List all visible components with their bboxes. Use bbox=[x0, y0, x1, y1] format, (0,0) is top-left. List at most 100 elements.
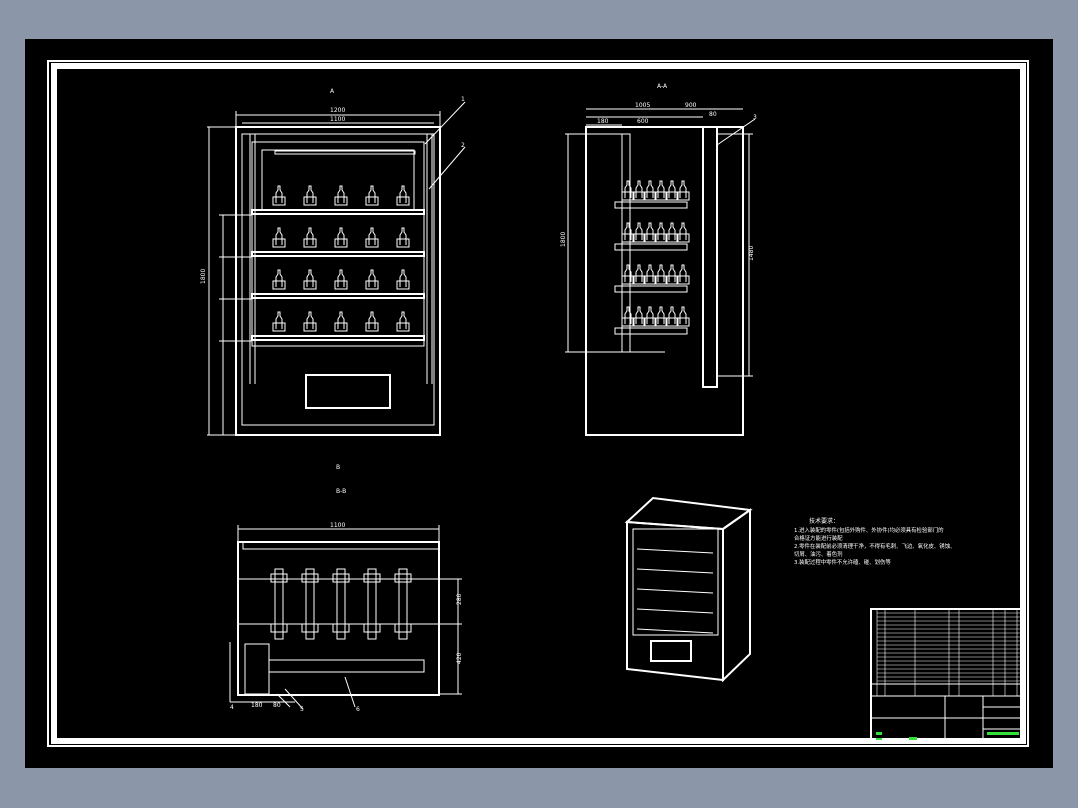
svg-text:1005: 1005 bbox=[635, 102, 650, 109]
svg-text:B: B bbox=[336, 464, 340, 471]
plan-bottle-base bbox=[301, 623, 319, 633]
bottle-holder bbox=[676, 191, 690, 201]
svg-text:5: 5 bbox=[300, 706, 304, 713]
svg-text:6: 6 bbox=[356, 706, 360, 713]
bottle-outline bbox=[368, 311, 376, 329]
bottle-holder bbox=[334, 322, 348, 332]
bottle-outline bbox=[646, 222, 654, 240]
plan-bottle bbox=[336, 568, 346, 640]
bottle-holder bbox=[632, 233, 646, 243]
bottle-outline bbox=[679, 222, 687, 240]
bottle-outline bbox=[668, 306, 676, 324]
bottle-holder bbox=[334, 280, 348, 290]
plan-bottle-base bbox=[332, 623, 350, 633]
svg-text:B-B: B-B bbox=[336, 488, 346, 495]
bottle-outline bbox=[306, 311, 314, 329]
bottle-holder bbox=[365, 196, 379, 206]
bottle-holder bbox=[334, 238, 348, 248]
svg-text:技术要求：: 技术要求： bbox=[809, 517, 839, 525]
plan-bottle bbox=[398, 568, 408, 640]
svg-text:1800: 1800 bbox=[200, 269, 207, 284]
svg-text:2.零件在装配前必须清理干净，不得有毛刺、飞边、氧化皮、锈蚀: 2.零件在装配前必须清理干净，不得有毛刺、飞边、氧化皮、锈蚀、 bbox=[794, 542, 955, 550]
svg-text:1200: 1200 bbox=[330, 107, 345, 114]
title-block[interactable] bbox=[870, 608, 1024, 742]
bottle-outline bbox=[668, 222, 676, 240]
bottle-outline bbox=[679, 306, 687, 324]
bottle-holder bbox=[643, 317, 657, 327]
bottle-outline bbox=[368, 227, 376, 245]
bottle-outline bbox=[646, 306, 654, 324]
bottle-outline bbox=[679, 180, 687, 198]
bottle-outline bbox=[657, 180, 665, 198]
bottle-outline bbox=[624, 306, 632, 324]
svg-text:180: 180 bbox=[597, 118, 609, 125]
plan-view-bottles bbox=[270, 568, 412, 640]
outer-border bbox=[47, 60, 1029, 747]
bottle-outline bbox=[624, 222, 632, 240]
svg-text:180: 180 bbox=[251, 702, 263, 709]
bottle-holder bbox=[654, 275, 668, 285]
bottle-holder bbox=[654, 317, 668, 327]
bottle-holder bbox=[396, 280, 410, 290]
bottle-holder bbox=[632, 317, 646, 327]
bottle-holder bbox=[621, 233, 635, 243]
bottle-holder bbox=[396, 322, 410, 332]
side-view-bottles bbox=[621, 180, 690, 327]
plan-bottle-base bbox=[363, 623, 381, 633]
bottle-holder bbox=[272, 322, 286, 332]
bottle-holder bbox=[396, 196, 410, 206]
title-block-highlights bbox=[876, 732, 1019, 740]
cad-viewport[interactable]: A 1200 1100 1800 1 2 A-A 1005 900 80 180 bbox=[25, 39, 1053, 768]
bottle-outline bbox=[337, 269, 345, 287]
bottle-holder bbox=[632, 191, 646, 201]
bottle-outline bbox=[399, 311, 407, 329]
isometric-view[interactable] bbox=[624, 496, 753, 683]
svg-text:1480: 1480 bbox=[748, 246, 755, 261]
bottle-outline bbox=[275, 311, 283, 329]
bottle-outline bbox=[337, 227, 345, 245]
front-view-labels: A 1200 1100 1800 1 2 bbox=[200, 88, 465, 284]
plan-bottle-cap bbox=[301, 573, 319, 583]
bottle-outline bbox=[399, 185, 407, 203]
plan-bottle-cap bbox=[394, 573, 412, 583]
bottle-outline bbox=[624, 264, 632, 282]
bottle-holder bbox=[303, 238, 317, 248]
svg-text:切屑、油污、着色剂: 切屑、油污、着色剂 bbox=[794, 550, 843, 558]
front-view[interactable] bbox=[207, 101, 466, 436]
side-view[interactable] bbox=[565, 108, 756, 436]
bottle-outline bbox=[646, 180, 654, 198]
bottle-outline bbox=[275, 185, 283, 203]
svg-text:80: 80 bbox=[709, 111, 717, 118]
svg-text:3.装配过程中零件不允许磕、碰、划伤等: 3.装配过程中零件不允许磕、碰、划伤等 bbox=[794, 558, 891, 566]
svg-text:900: 900 bbox=[685, 102, 697, 109]
bottle-outline bbox=[635, 306, 643, 324]
plan-bottle bbox=[305, 568, 315, 640]
bottle-outline bbox=[635, 180, 643, 198]
bottle-outline bbox=[399, 227, 407, 245]
bottle-outline bbox=[368, 269, 376, 287]
bottle-holder bbox=[365, 238, 379, 248]
bottle-holder bbox=[643, 233, 657, 243]
bottle-holder bbox=[621, 317, 635, 327]
bottle-outline bbox=[275, 227, 283, 245]
svg-text:1100: 1100 bbox=[330, 522, 345, 529]
bottle-holder bbox=[676, 275, 690, 285]
plan-view[interactable] bbox=[229, 525, 462, 710]
svg-text:3: 3 bbox=[753, 114, 757, 121]
bottle-holder bbox=[665, 233, 679, 243]
svg-text:1: 1 bbox=[461, 96, 465, 103]
bottle-holder bbox=[665, 191, 679, 201]
technical-notes: 技术要求： 1.进入装配的零件(包括外购件、外协件)均必须具有检验部门的 合格证… bbox=[794, 517, 955, 566]
bottle-outline bbox=[337, 311, 345, 329]
bottle-outline bbox=[679, 264, 687, 282]
plan-bottle bbox=[274, 568, 284, 640]
bottle-holder bbox=[676, 317, 690, 327]
bottle-outline bbox=[306, 227, 314, 245]
bottle-holder bbox=[643, 275, 657, 285]
svg-text:A-A: A-A bbox=[657, 83, 668, 90]
bottle-outline bbox=[399, 269, 407, 287]
bottle-outline bbox=[275, 269, 283, 287]
bottle-outline bbox=[657, 264, 665, 282]
plan-view-labels: B B-B 1100 280 420 180 80 4 5 6 bbox=[230, 464, 463, 713]
bottle-holder bbox=[654, 191, 668, 201]
